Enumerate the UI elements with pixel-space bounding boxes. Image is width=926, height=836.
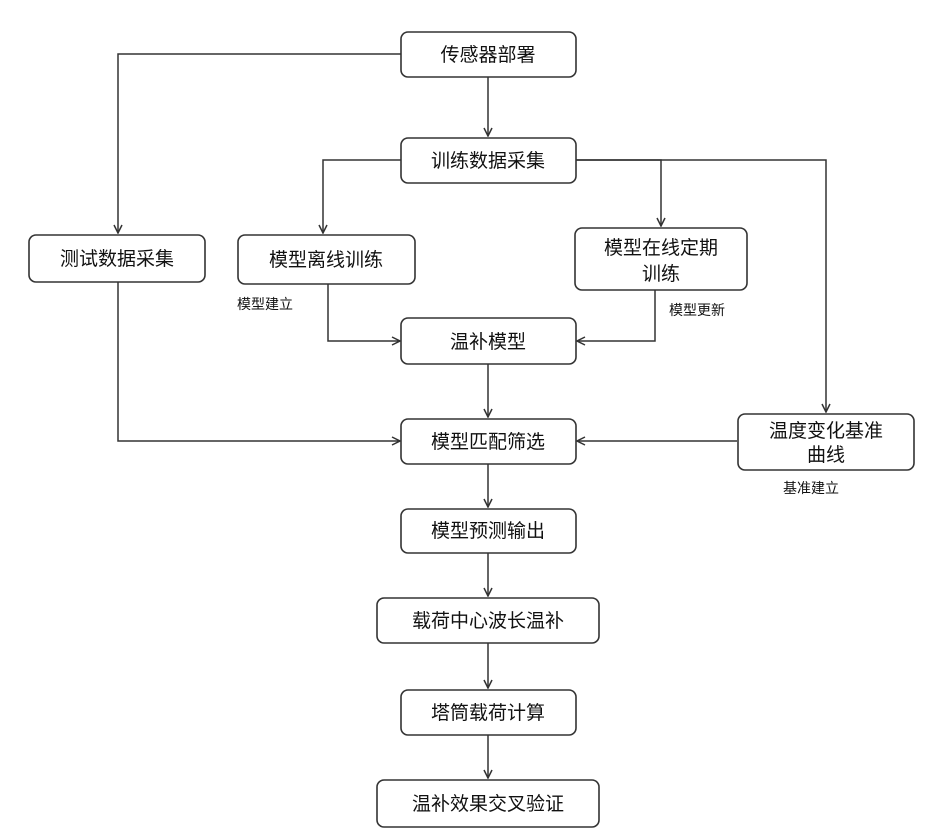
- edge-deploy-to-test: [118, 54, 401, 233]
- node-online-train: 模型在线定期 训练: [575, 228, 747, 290]
- node-baseline-curve: 温度变化基准 曲线: [738, 414, 914, 470]
- edge-train-to-offline: [323, 160, 401, 233]
- node-train-collect-label: 训练数据采集: [431, 150, 545, 172]
- node-online-train-label-1: 模型在线定期: [604, 237, 718, 259]
- node-baseline-curve-label-2: 曲线: [807, 444, 845, 466]
- node-train-collect: 训练数据采集: [401, 138, 576, 183]
- node-wavelength-comp-label: 载荷中心波长温补: [412, 610, 564, 632]
- node-temp-model: 温补模型: [401, 318, 576, 364]
- node-offline-train-label: 模型离线训练: [269, 249, 383, 271]
- node-cross-validate-label: 温补效果交叉验证: [412, 793, 564, 815]
- node-test-collect-label: 测试数据采集: [60, 248, 174, 270]
- edge-train-to-online: [576, 160, 661, 226]
- node-match-filter: 模型匹配筛选: [401, 419, 576, 464]
- node-sensor-deploy-label: 传感器部署: [440, 44, 535, 66]
- node-temp-model-label: 温补模型: [450, 331, 526, 353]
- node-cross-validate: 温补效果交叉验证: [377, 780, 599, 827]
- node-baseline-curve-label-1: 温度变化基准: [769, 420, 883, 442]
- node-load-calc: 塔筒载荷计算: [401, 690, 576, 735]
- node-online-train-label-2: 训练: [642, 263, 680, 285]
- edge-offline-to-model: [328, 284, 400, 341]
- edge-online-to-model: [577, 290, 655, 341]
- note-baseline-build: 基准建立: [783, 480, 839, 497]
- node-load-calc-label: 塔筒载荷计算: [431, 702, 545, 724]
- node-wavelength-comp: 载荷中心波长温补: [377, 598, 599, 643]
- note-model-build: 模型建立: [237, 297, 293, 313]
- node-test-collect: 测试数据采集: [29, 235, 205, 282]
- node-match-filter-label: 模型匹配筛选: [431, 431, 545, 453]
- node-offline-train: 模型离线训练: [238, 235, 415, 284]
- node-sensor-deploy: 传感器部署: [401, 32, 576, 77]
- note-model-update: 模型更新: [669, 303, 725, 319]
- node-predict-output-label: 模型预测输出: [431, 520, 545, 542]
- node-predict-output: 模型预测输出: [401, 509, 576, 553]
